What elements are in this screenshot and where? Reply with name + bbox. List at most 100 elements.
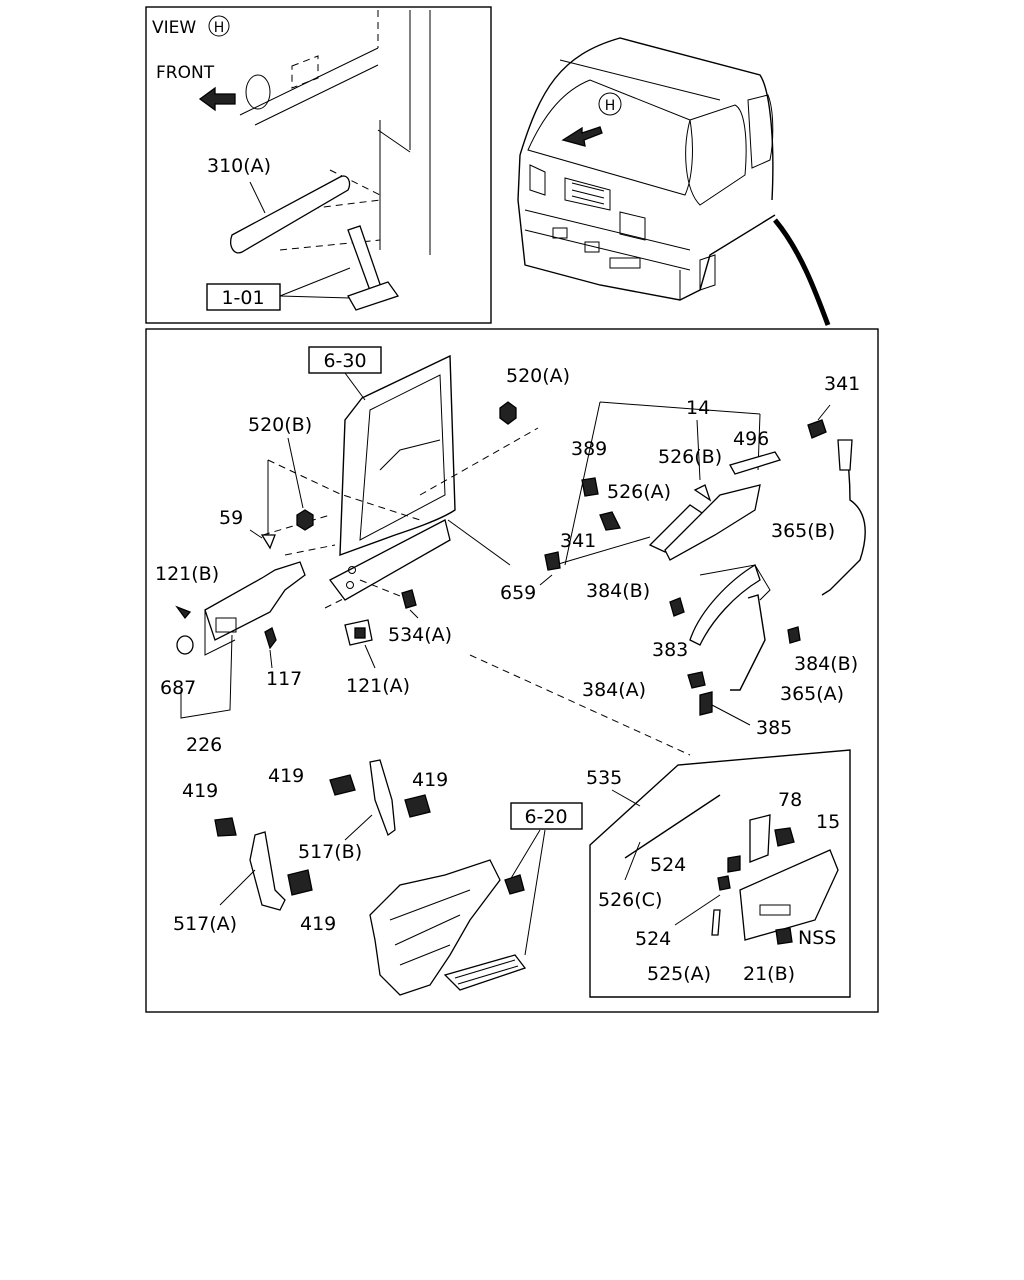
rear-window-outline [747,94,774,169]
ref-6-30[interactable]: 6-30 [323,350,366,372]
label-78: 78 [778,789,802,811]
label-117: 117 [266,668,302,690]
hinge-bracket [204,561,306,641]
label-534a: 534(A) [388,624,452,646]
ref-box-6-20[interactable] [510,802,583,830]
label-341-mid: 341 [560,530,596,552]
nut-524-bottom [717,875,731,891]
leader-520b [287,437,304,509]
interior-pillar-line [377,120,411,250]
leader-59 [249,529,263,539]
label-384b-left: 384(B) [586,580,650,602]
strip-526c [624,794,721,859]
hidden-line-7 [469,654,691,756]
label-526c: 526(C) [598,889,662,911]
hinge-leader [204,610,236,656]
screw-389 [581,477,599,497]
step-tread [443,954,527,991]
leader-526c [624,841,641,881]
bumper-lamp-3 [609,257,641,269]
leader-535 [611,789,641,807]
main-parts-panel: 6-30 520(A) 520(B) 59 121(B) [145,328,879,1013]
label-384a: 384(A) [582,679,646,701]
leader-1-01 [279,267,351,299]
interior-round-opening [245,74,271,110]
cab-marker-circle [598,92,622,116]
label-nss: NSS [798,927,836,949]
label-496: 496 [733,428,769,450]
label-525a: 525(A) [647,963,711,985]
ref-box-1-01[interactable] [206,283,281,311]
label-520a: 520(A) [506,365,570,387]
clip-534a [401,589,417,609]
clip-659 [544,551,561,571]
label-14: 14 [686,397,710,419]
roof-edge-line [559,59,721,101]
leader-517b [344,814,373,841]
windshield-outline [527,79,693,196]
cab-front-outline [517,154,776,301]
bolt-341-mid [599,511,621,531]
sill-hole-1 [348,566,356,574]
bolt-121b [175,605,192,620]
bracket-517a [249,831,286,911]
front-arrow-icon [198,86,236,112]
clip-384b-left [669,597,685,617]
inset-frame [589,749,851,998]
label-389: 389 [571,438,607,460]
label-419-top-left: 419 [268,765,304,787]
label-121a: 121(A) [346,675,410,697]
connector-line-2 [554,536,651,566]
label-517a: 517(A) [173,913,237,935]
bolt-341-top [807,419,827,439]
clip-384b-right [787,626,801,644]
hidden-line-5 [324,597,346,609]
door-frame [339,354,456,557]
cab-view-arrow-icon [561,126,603,147]
rod-365b-end [837,439,853,471]
cover-nss-slot [759,904,791,916]
washer-687 [176,635,194,655]
view-h-panel: VIEW H FRONT 310(A) 1-01 [145,6,492,324]
bumper-lamp-1 [552,227,568,239]
nut-524-top [727,855,741,873]
ref-1-01[interactable]: 1-01 [221,287,264,309]
side-window-outline [685,104,747,206]
rod-365a [730,594,766,691]
label-21b: 21(B) [743,963,795,985]
trim-526b [693,484,712,502]
label-365b: 365(B) [771,520,835,542]
sill-hole-2 [346,581,354,589]
label-383: 383 [652,639,688,661]
label-517b: 517(B) [298,841,362,863]
ref-6-20[interactable]: 6-20 [524,806,567,828]
label-15: 15 [816,811,840,833]
label-365a: 365(A) [780,683,844,705]
clip-525a [711,909,721,936]
label-59: 59 [219,507,243,529]
bracket-517b [369,759,396,837]
hinge-bracket-slot [215,617,237,633]
label-520b: 520(B) [248,414,312,436]
label-419-top-right: 419 [412,769,448,791]
hidden-line-2 [419,427,539,496]
front-label: FRONT [156,63,215,83]
label-524-top: 524 [650,854,686,876]
headlight-right [619,211,646,241]
label-121b: 121(B) [155,563,219,585]
bolt-419-bottom [287,869,313,896]
view-label: VIEW [152,18,196,38]
cab-marker-letter: H [605,98,616,114]
headlight-left [529,164,546,196]
leader-117 [269,649,273,669]
label-385: 385 [756,717,792,739]
label-419-left: 419 [182,780,218,802]
bolt-419-top-left [329,774,356,796]
leader-6-20 [509,829,546,956]
clip-384a [687,671,706,689]
clip-59 [260,534,276,550]
step-bolt [504,874,525,895]
leader-385 [711,704,751,726]
label-535: 535 [586,767,622,789]
cover-nss [739,849,839,941]
